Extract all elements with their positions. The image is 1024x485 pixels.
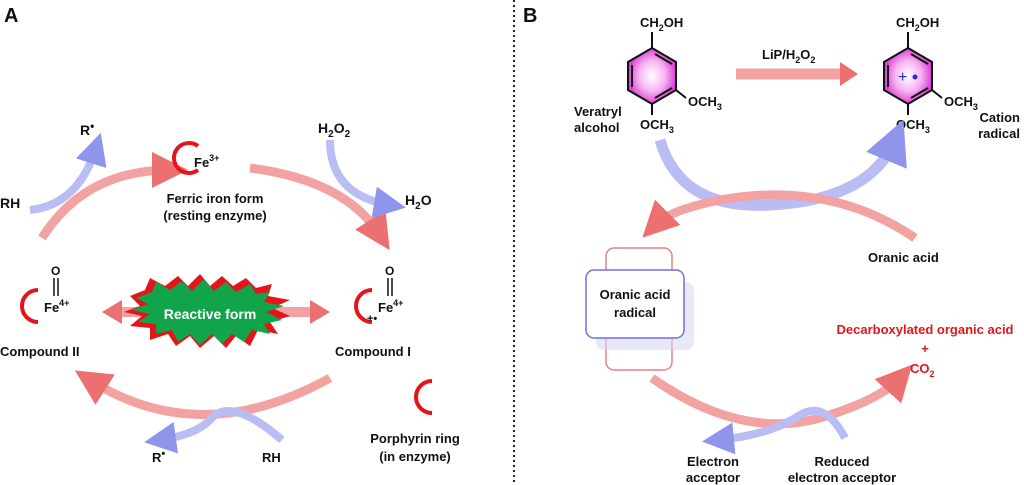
ferric-form-line1: Ferric iron form (167, 191, 264, 206)
arrow-rh-to-r-bottom (144, 407, 285, 454)
panel-b-label: B (523, 5, 537, 27)
porphyrin-line2: (in enzyme) (379, 449, 451, 464)
oxo-compound-ii: O (51, 264, 60, 278)
electron-line2: acceptor (686, 470, 740, 485)
radical-cation-mark: +• (367, 313, 377, 325)
cation-och3-para: OCH3 (896, 117, 930, 135)
h2o2-label: H2O2 (318, 120, 351, 140)
veratryl-alcohol-structure (627, 32, 687, 115)
arrow-rh-to-r-top (29, 132, 107, 214)
reactive-star-green (132, 279, 284, 345)
arrow-acid-to-radical (642, 190, 918, 242)
reduced-line2: electron acceptor (788, 470, 896, 485)
veratryl-line1: Veratryl (574, 104, 622, 119)
porphyrin-arc-compound-ii (20, 288, 39, 324)
decarb-plus: + (921, 341, 929, 356)
r-radical-bottom: R• (152, 448, 165, 465)
arrow-h2o2-to-h2o (326, 139, 406, 219)
veratryl-och3-meta: OCH3 (688, 94, 722, 112)
ferric-form-line2: (resting enzyme) (163, 208, 266, 223)
cycle-arrow-compoundi-to-compoundii (74, 370, 333, 419)
cation-ch2oh: CH2OH (896, 15, 939, 33)
reduced-line1: Reduced (815, 454, 870, 469)
cation-line2: radical (978, 126, 1020, 141)
lip-reaction-arrowhead (840, 62, 858, 86)
fe3-label: Fe3+ (194, 153, 219, 170)
r-radical-top: R• (80, 119, 94, 138)
veratryl-line2: alcohol (574, 120, 620, 135)
rh-top-label: RH (0, 195, 20, 211)
radical-line2: radical (614, 305, 656, 320)
arrow-reduced-to-electron-acceptor (702, 406, 849, 455)
radical-box-front (585, 269, 685, 339)
rh-bottom-label: RH (262, 450, 281, 465)
co2-label: CO2 (910, 361, 935, 379)
porphyrin-arc-compound-i (354, 288, 373, 324)
arrow-veratryl-to-cation (654, 119, 907, 211)
cation-plus: + (898, 69, 907, 86)
fe4-compound-ii: Fe4+ (44, 298, 69, 315)
veratryl-och3-para: OCH3 (640, 117, 674, 135)
cycle-arrow-ferric-to-compoundi (249, 163, 390, 251)
cation-och3-meta: OCH3 (944, 94, 978, 112)
cation-line1: Cation (980, 110, 1021, 125)
oranic-acid-label: Oranic acid (868, 250, 939, 265)
oxo-compound-i: O (385, 264, 394, 278)
porphyrin-line1: Porphyrin ring (370, 431, 460, 446)
fe4-compound-i: Fe4+ (378, 298, 403, 315)
h2o-label: H2O (405, 192, 432, 212)
veratryl-ch2oh: CH2OH (640, 15, 683, 33)
porphyrin-arc-ferric (172, 141, 200, 175)
reactive-arrow-left-head (102, 300, 122, 324)
electron-line1: Electron (687, 454, 739, 469)
porphyrin-legend-icon (414, 379, 433, 415)
reactive-form-label: Reactive form (164, 306, 257, 322)
radical-line1: Oranic acid (600, 287, 671, 302)
reactive-arrow-right-head (310, 300, 330, 324)
lip-h2o2-label: LiP/H2O2 (762, 47, 815, 65)
decarb-line1: Decarboxylated organic acid (836, 322, 1013, 337)
cycle-arrow-compoundii-to-ferric (38, 152, 188, 241)
cation-radical-structure (883, 32, 943, 115)
arrow-radical-to-decarboxylated (649, 364, 913, 429)
panel-a-label: A (4, 5, 18, 27)
compound-i-label: Compound I (335, 344, 411, 359)
compound-ii-label: Compound II (0, 344, 79, 359)
